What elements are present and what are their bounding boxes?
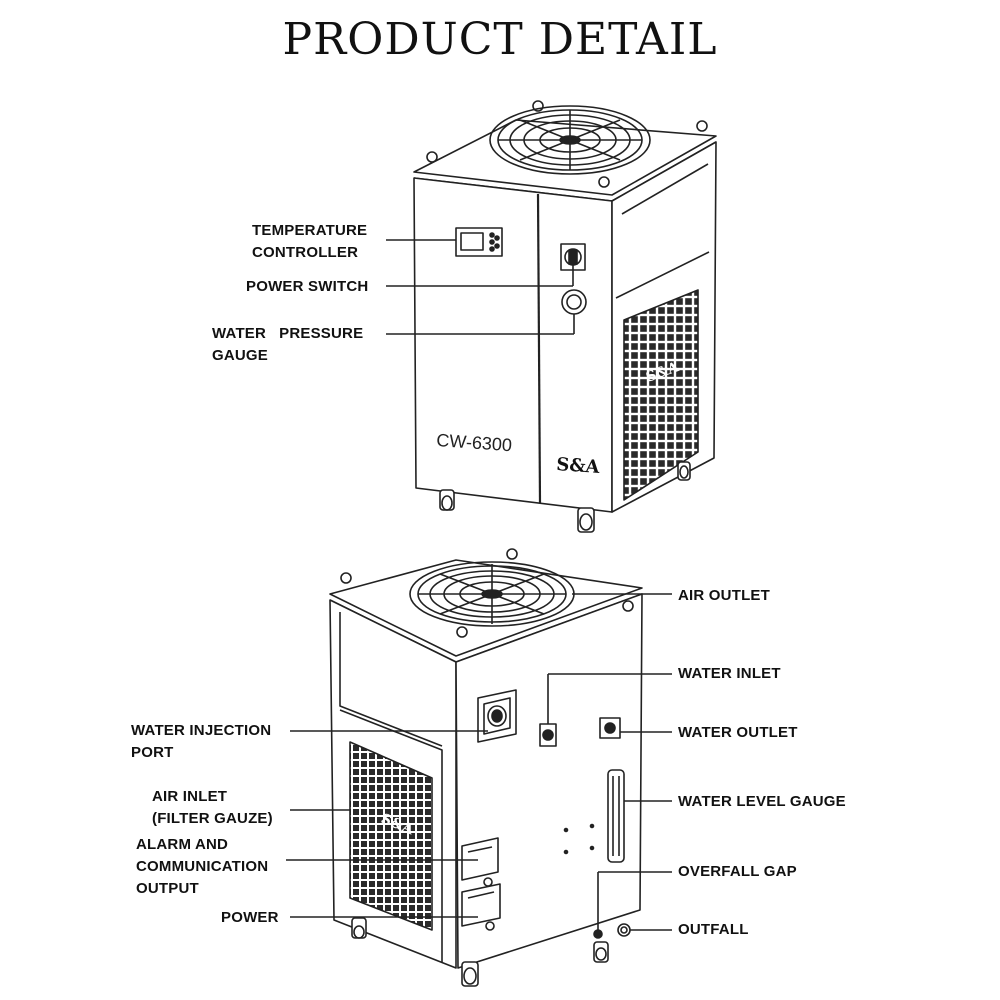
label-temperature-controller: TEMPERATURE CONTROLLER xyxy=(252,222,368,261)
front-unit: CW-6300 S&A S&A xyxy=(413,100,717,533)
water-level-gauge-icon xyxy=(607,769,625,863)
label-outfall: OUTFALL xyxy=(678,921,749,938)
water-outlet-icon xyxy=(599,717,621,739)
water-inlet-icon xyxy=(539,723,557,747)
lifting-eye-icon xyxy=(426,100,708,188)
overfall-outfall-icon xyxy=(593,923,631,939)
brand-logo: S&A xyxy=(556,454,602,478)
water-injection-port-icon xyxy=(477,689,517,743)
page-title: PRODUCT DETAIL xyxy=(282,14,718,65)
back-leader-lines xyxy=(286,593,672,931)
caster-icon xyxy=(439,461,691,533)
label-water-inlet: WATER INLET xyxy=(678,665,781,682)
front-leader-lines xyxy=(386,239,575,335)
label-water-injection-port: WATER INJECTION PORT xyxy=(131,722,272,761)
fan-icon xyxy=(409,561,575,627)
caster-icon xyxy=(351,917,609,987)
label-gauge: GAUGE xyxy=(212,347,269,364)
back-unit: S&A xyxy=(329,548,643,987)
mounting-holes xyxy=(563,823,595,855)
label-water-outlet: WATER OUTLET xyxy=(678,724,798,741)
label-power-switch: POWER SWITCH xyxy=(246,278,369,295)
lifting-eye-icon xyxy=(340,548,634,638)
label-air-inlet: AIR INLET (FILTER GAUZE) xyxy=(152,788,273,827)
label-water-level-gauge: WATER LEVEL GAUGE xyxy=(678,793,846,810)
power-socket-icon xyxy=(461,883,501,931)
label-air-outlet: AIR OUTLET xyxy=(678,587,770,604)
alarm-output-icon xyxy=(461,837,499,887)
label-power: POWER xyxy=(221,909,279,926)
power-switch-icon xyxy=(560,243,586,271)
label-alarm-output: ALARM AND COMMUNICATION OUTPUT xyxy=(136,836,269,897)
label-water-pressure: WATER PRESSURE xyxy=(212,325,364,342)
label-overfall-gap: OVERFALL GAP xyxy=(678,863,797,880)
temperature-controller-icon xyxy=(455,227,503,257)
fan-icon xyxy=(489,105,651,175)
